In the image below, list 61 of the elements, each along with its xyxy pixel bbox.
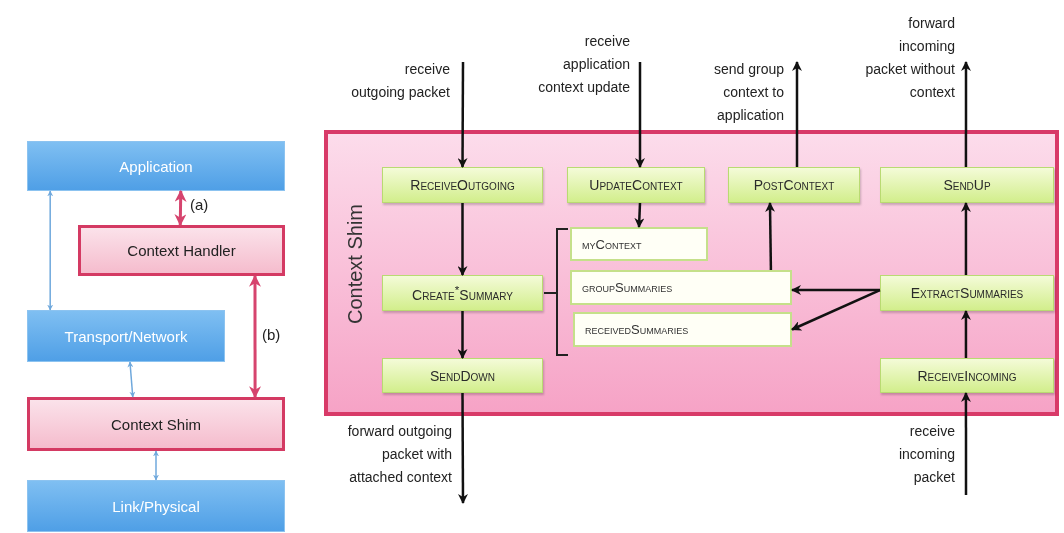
layer-box [27,480,285,532]
layer-box [27,397,285,451]
arrow [457,62,468,168]
edge-label: receive incoming packet [897,422,955,487]
function-box [880,358,1054,393]
box-label: Context Handler [127,242,236,259]
edge-label: send group context to application [712,60,784,125]
arrow [960,202,971,275]
function-box [728,167,860,203]
box-label: Link/Physical [112,497,200,515]
box-label: UpdateContext [589,177,683,193]
box-label: ReceiveOutgoing [410,177,515,193]
edge-label: receive application context update [537,32,630,97]
box-label: Application [119,157,193,175]
edge-label: forward incoming packet without context [864,14,955,102]
box-label: SendDown [430,367,495,384]
arrow [791,284,880,295]
box-label: Transport/Network [64,327,188,345]
layer-box [78,225,285,276]
module-panel [324,130,1059,416]
box-label: groupSummaries [582,280,673,295]
box-label: Create$^{*}$Summary [412,283,513,303]
arrow [127,361,136,398]
arrow [960,392,971,495]
box-label: ExtractSummaries [910,285,1024,301]
state-box [570,227,708,261]
function-box [382,167,543,203]
function-box [880,167,1054,203]
box-label: myContext [582,236,642,252]
arrow [457,393,468,504]
arrow [249,274,262,399]
edge-label: receive outgoing packet [350,60,450,102]
box-label: SendUp [943,177,991,193]
layer-box [27,141,285,191]
box-label: PostContext [753,177,835,193]
arrow [47,190,54,311]
box-label: Context Shim [110,415,201,433]
arrow [961,61,971,167]
arrow [153,450,159,481]
box-label: ReceiveIncoming [917,367,1017,384]
box-label: receivedSummaries [585,322,689,337]
state-box [573,312,792,347]
layer-box [27,310,225,362]
arrow [960,310,971,358]
arrow [765,202,776,270]
function-box [382,275,543,311]
edge-label: (b) [262,326,281,343]
state-box [570,270,792,305]
arrow [634,202,645,228]
function-box [567,167,705,203]
function-box [382,358,543,393]
function-box [880,275,1054,311]
arrow [792,61,802,167]
arrow [791,288,881,331]
edge-label: forward outgoing packet with attached context [346,422,452,487]
panel-title: Context Shim [344,204,367,325]
arrow [457,311,468,359]
edge-label: (a) [190,196,209,213]
arrow [457,203,468,276]
arrow [635,62,645,168]
arrow [174,189,187,227]
